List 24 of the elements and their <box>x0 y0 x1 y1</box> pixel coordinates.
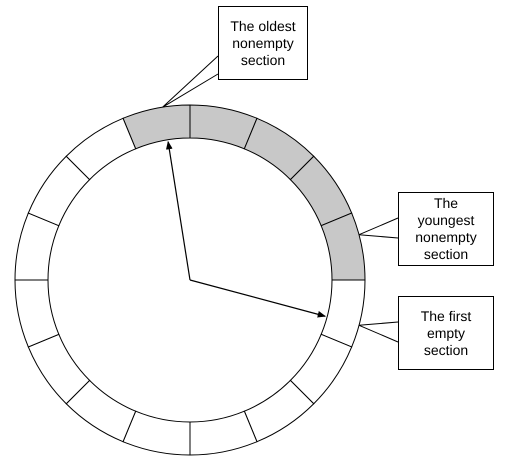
callout-pointer <box>358 322 398 342</box>
callout-box: The oldest nonempty section <box>218 6 308 80</box>
ring-segment <box>244 380 314 442</box>
ring-segment <box>14 212 60 280</box>
ring-segment <box>122 410 190 456</box>
callout-pointer <box>358 218 398 238</box>
callout-pointer <box>162 56 218 108</box>
callout-box: The youngest nonempty section <box>398 192 494 266</box>
ring-segment <box>190 410 258 456</box>
ring-segment <box>320 212 366 280</box>
ring-segment <box>290 156 352 226</box>
arrow <box>166 140 191 280</box>
ring-segment <box>190 104 258 150</box>
ring-segment <box>320 280 366 348</box>
ring-segment <box>244 118 314 180</box>
ring-segment <box>28 334 90 404</box>
ring-segment <box>122 104 190 150</box>
ring-segment <box>14 280 60 348</box>
ring-segment <box>290 334 352 404</box>
arrow <box>190 279 326 318</box>
ring-segment <box>28 156 90 226</box>
ring-segment <box>66 118 136 180</box>
callout-box: The first empty section <box>398 296 494 370</box>
ring-segment <box>66 380 136 442</box>
